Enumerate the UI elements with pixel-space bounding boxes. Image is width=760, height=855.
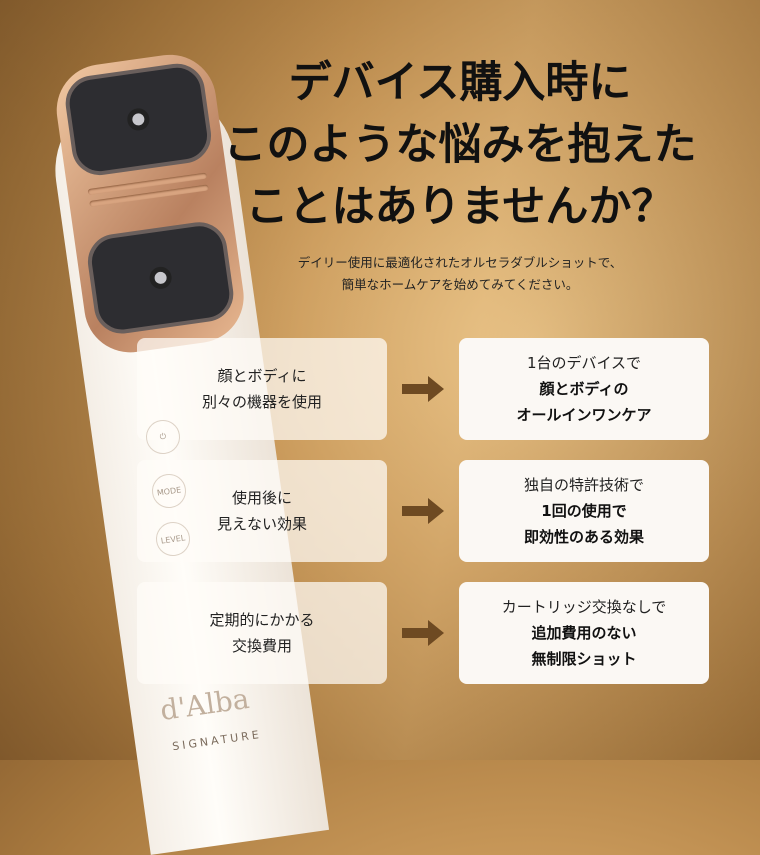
arrow-right-icon: [402, 620, 444, 646]
problem-text: 定期的にかかる: [209, 611, 315, 629]
solution-intro: 独自の特許技術で: [523, 476, 644, 494]
arrow-right-icon: [402, 498, 444, 524]
problem-card: 定期的にかかる 交換費用: [137, 582, 387, 684]
solution-card: カートリッジ交換なしで 追加費用のない 無制限ショット: [459, 582, 709, 684]
problem-card: 使用後に 見えない効果: [137, 460, 387, 562]
solution-text: 即効性のある効果: [523, 528, 644, 546]
solution-text: オールインワンケア: [516, 406, 652, 424]
subtext-line: 簡単なホームケアを始めてみてください。: [341, 277, 579, 292]
subtext-line: デイリー使用に最適化されたオルセラダブルショットで、: [297, 255, 623, 270]
arrow-right-icon: [402, 376, 444, 402]
solution-intro: 1台のデバイスで: [526, 354, 642, 372]
headline-line: このような悩みを抱えた: [223, 120, 697, 170]
solution-intro: カートリッジ交換なしで: [501, 598, 667, 616]
problem-text: 別々の機器を使用: [201, 393, 322, 411]
solution-text: 顔とボディの: [539, 380, 629, 398]
solution-card: 独自の特許技術で 1回の使用で 即効性のある効果: [459, 460, 709, 562]
headline-line: ことはありませんか？: [245, 182, 675, 232]
solution-text: 無制限ショット: [531, 650, 637, 668]
problem-text: 使用後に: [231, 489, 292, 507]
solution-text: 追加費用のない: [531, 624, 637, 642]
headline: デバイス購入時に このような悩みを抱えた ことはありませんか？: [170, 52, 750, 238]
problem-text: 顔とボディに: [217, 367, 307, 385]
solution-card: 1台のデバイスで 顔とボディの オールインワンケア: [459, 338, 709, 440]
problem-card: 顔とボディに 別々の機器を使用: [137, 338, 387, 440]
problem-text: 交換費用: [231, 637, 292, 655]
subtext: デイリー使用に最適化されたオルセラダブルショットで、 簡単なホームケアを始めてみ…: [210, 252, 710, 296]
solution-text: 1回の使用で: [541, 502, 627, 520]
problem-text: 見えない効果: [216, 515, 307, 533]
headline-line: デバイス購入時に: [288, 58, 632, 108]
